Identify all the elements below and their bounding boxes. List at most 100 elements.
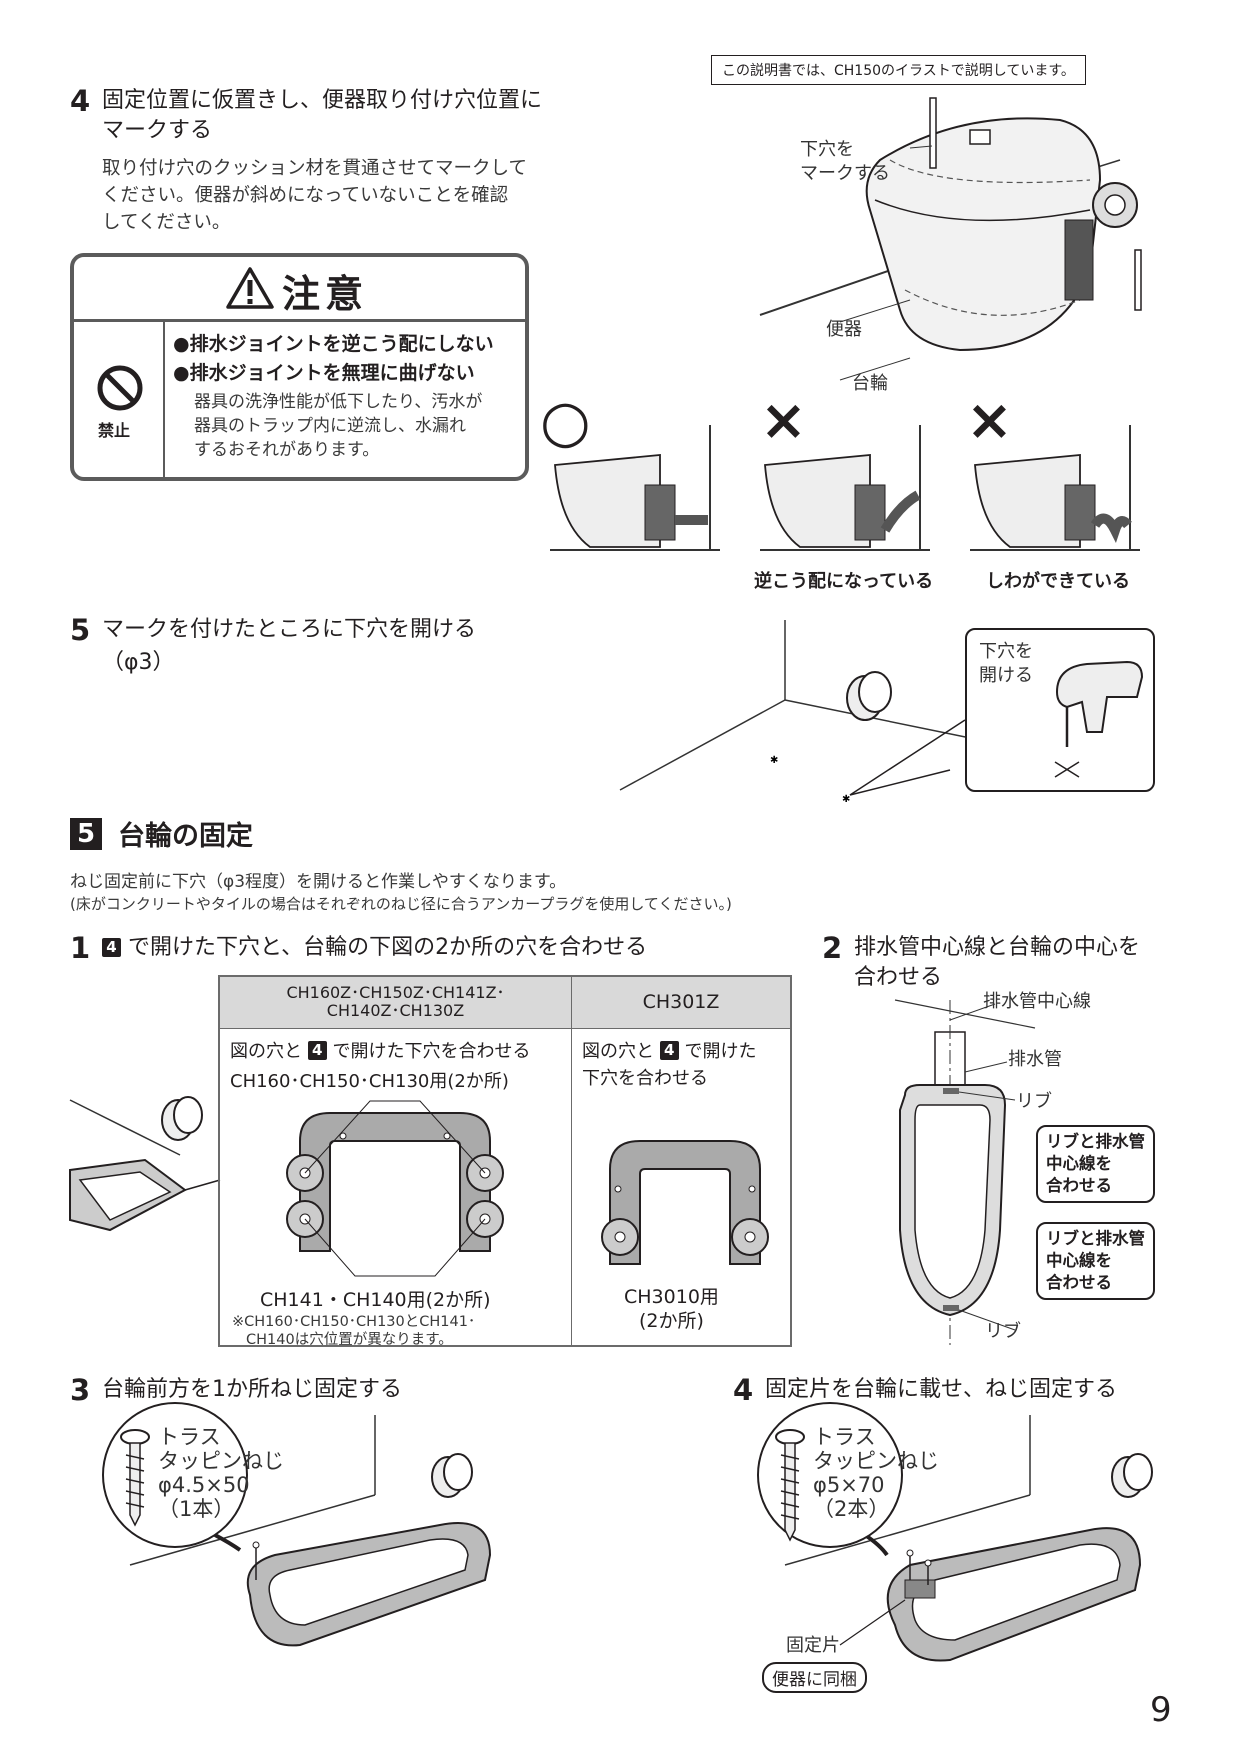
caution-title: 注意 <box>282 272 369 316</box>
rib-callout-1-line2: 中心線を <box>1046 1154 1112 1173</box>
step4-body-line1: 取り付け穴のクッション材を貫通させてマークして <box>102 158 527 179</box>
s3-screw-line4: （1本） <box>158 1497 235 1521</box>
col2-instruction: 図の穴と 4 で開けた <box>582 1037 756 1063</box>
rib-callout-1: リブと排水管 中心線を 合わせる <box>1036 1125 1155 1203</box>
ng-mark-1: × <box>760 388 807 453</box>
caution-detail-line1: 器具の洗浄性能が低下したり、汚水が <box>194 392 483 412</box>
caution-detail-line2: 器具のトラップ内に逆流し、水漏れ <box>194 416 466 436</box>
step5-number: 5 <box>70 613 91 647</box>
col1-sub: CH160･CH150･CH130用(2か所) <box>230 1070 509 1092</box>
fixing-piece-label: 固定片 <box>786 1635 840 1656</box>
col2-base-diagram <box>601 1139 769 1265</box>
section5-intro2: (床がコンクリートやタイルの場合はそれぞれのねじ径に合うアンカープラグを使用して… <box>70 895 732 913</box>
s4-screw-line4: （2本） <box>813 1497 890 1521</box>
ng2-caption: しわができている <box>986 571 1130 592</box>
step4-number: 4 <box>70 84 91 118</box>
s1-title: 4 で開けた下穴と、台輪の下図の2か所の穴を合わせる <box>102 933 647 963</box>
rib-callout-1-line3: 合わせる <box>1046 1176 1112 1195</box>
col1-bottom-label: CH141・CH140用(2か所) <box>260 1288 491 1311</box>
step4-body-line3: してください。 <box>102 212 231 233</box>
table-head-col1: CH160Z･CH150Z･CH141Z･ CH140Z･CH130Z <box>218 975 572 1029</box>
ok-mark: ○ <box>540 387 591 455</box>
section5-intro1: ねじ固定前に下穴（φ3程度）を開けると作業しやすくなります。 <box>70 872 567 892</box>
s3-screw-line1: トラス <box>158 1425 221 1449</box>
s2-number: 2 <box>822 931 843 965</box>
step4-body-line2: ください。便器が斜めになっていないことを確認 <box>102 185 509 206</box>
caution-box: 注意 禁止 ●排水ジョイントを逆こう配にしない ●排水ジョイントを無理に曲げない… <box>70 253 529 481</box>
rib-callout-2: リブと排水管 中心線を 合わせる <box>1036 1222 1155 1300</box>
s3-screw-line3: φ4.5×50 <box>158 1473 250 1497</box>
s2-title-line2: 合わせる <box>854 965 943 990</box>
s4-number: 4 <box>733 1373 754 1407</box>
ng-mark-2: × <box>966 388 1013 453</box>
center-align-diagram <box>894 999 1036 1345</box>
svg-text:✱: ✱ <box>842 794 850 805</box>
col2-bottom-label: CH3010用 (2か所) <box>624 1285 719 1333</box>
svg-text:✱: ✱ <box>770 755 778 766</box>
drill-label-line1: 下穴を <box>979 641 1033 662</box>
s1-title-text: で開けた下穴と、台輪の下図の2か所の穴を合わせる <box>128 935 648 960</box>
s4-screw-line1: トラス <box>813 1425 876 1449</box>
rib-callout-2-line2: 中心線を <box>1046 1251 1112 1270</box>
s3-screw-line2: タッピンねじ <box>158 1449 284 1473</box>
bundled-badge: 便器に同梱 <box>762 1662 867 1693</box>
ng-wrinkle-illustration <box>970 425 1140 551</box>
warning-icon <box>226 267 274 309</box>
col2-inst-a: 図の穴と <box>582 1040 654 1062</box>
base-corner-illustration <box>69 1096 221 1232</box>
rib-bottom-label: リブ <box>985 1321 1021 1342</box>
col1-base-diagram <box>286 1100 504 1276</box>
drill-callout: 下穴を 開ける <box>965 628 1155 792</box>
col1-note: ※CH160･CH150･CH130とCH141･ CH140は穴位置が異なりま… <box>232 1313 475 1349</box>
rib-callout-2-line1: リブと排水管 <box>1046 1229 1145 1248</box>
s4-illustration <box>757 1402 1153 1662</box>
s4-screw-line3: φ5×70 <box>813 1473 885 1497</box>
ng-reverse-slope-illustration <box>760 425 930 551</box>
col2-instruction-line2: 下穴を合わせる <box>582 1067 708 1089</box>
col2-bottom-line2: (2か所) <box>639 1309 704 1332</box>
step5-title: マークを付けたところに下穴を開ける <box>102 617 477 642</box>
col1-note-line2: CH140は穴位置が異なります。 <box>246 1331 453 1348</box>
floor-hole-illustration: ✱ ✱ <box>619 620 981 805</box>
col1-instruction: 図の穴と 4 で開けた下穴を合わせる <box>230 1037 530 1063</box>
s1-ref-badge: 4 <box>102 938 121 957</box>
s3-title: 台輪前方を1か所ねじ固定する <box>102 1377 402 1402</box>
hole-position-table: CH160Z･CH150Z･CH141Z･ CH140Z･CH130Z CH30… <box>218 975 792 1349</box>
rib-callout-1-line1: リブと排水管 <box>1046 1132 1145 1151</box>
s3-number: 3 <box>70 1373 91 1407</box>
bowl-label: 便器 <box>826 319 862 340</box>
table-head-col1-line1: CH160Z･CH150Z･CH141Z･ <box>286 983 505 1003</box>
drill-label-line2: 開ける <box>979 665 1033 686</box>
rib-top-label: リブ <box>1016 1091 1052 1112</box>
col1-inst-a: 図の穴と <box>230 1040 302 1062</box>
section5-title: 台輪の固定 <box>118 821 253 852</box>
col2-ref-badge: 4 <box>659 1040 679 1060</box>
table-cell-col2: 図の穴と 4 で開けた 下穴を合わせる CH3010用 (2か所) <box>571 1027 792 1347</box>
step5-sub: （φ3） <box>102 650 175 675</box>
base-label: 台輪 <box>852 373 888 394</box>
s3-illustration <box>102 1402 492 1647</box>
s4-screw-spec: トラス タッピンねじ φ5×70 （2本） <box>813 1425 939 1521</box>
caution-divider <box>163 319 165 477</box>
illustration-note: この説明書では、CH150のイラストで説明しています。 <box>711 55 1086 85</box>
center-line-label: 排水管中心線 <box>983 991 1091 1012</box>
prohibit-icon <box>97 365 143 411</box>
drill-icon <box>1054 660 1144 778</box>
s4-screw-line2: タッピンねじ <box>813 1449 939 1473</box>
pipe-label: 排水管 <box>1008 1049 1062 1070</box>
s1-number: 1 <box>70 931 91 965</box>
caution-detail-line3: するおそれがあります。 <box>194 440 380 460</box>
caution-detail: 器具の洗浄性能が低下したり、汚水が 器具のトラップ内に逆流し、水漏れ するおそれ… <box>194 390 482 462</box>
caution-item1: ●排水ジョイントを逆こう配にしない <box>173 333 494 355</box>
mark-label-line2: マークする <box>800 163 890 184</box>
s3-screw-spec: トラス タッピンねじ φ4.5×50 （1本） <box>158 1425 284 1521</box>
s4-title: 固定片を台輪に載せ、ねじ固定する <box>765 1377 1118 1402</box>
s2-title-line1: 排水管中心線と台輪の中心を <box>854 935 1141 960</box>
section5-number: 5 <box>70 818 102 850</box>
table-head-col1-line2: CH140Z･CH130Z <box>326 1001 465 1021</box>
prohibit-label: 禁止 <box>98 421 131 440</box>
rib-callout-2-line3: 合わせる <box>1046 1273 1112 1292</box>
col2-bottom-line1: CH3010用 <box>624 1285 719 1308</box>
col1-inst-b: で開けた下穴を合わせる <box>332 1040 531 1062</box>
toilet-illustration <box>759 97 1142 381</box>
